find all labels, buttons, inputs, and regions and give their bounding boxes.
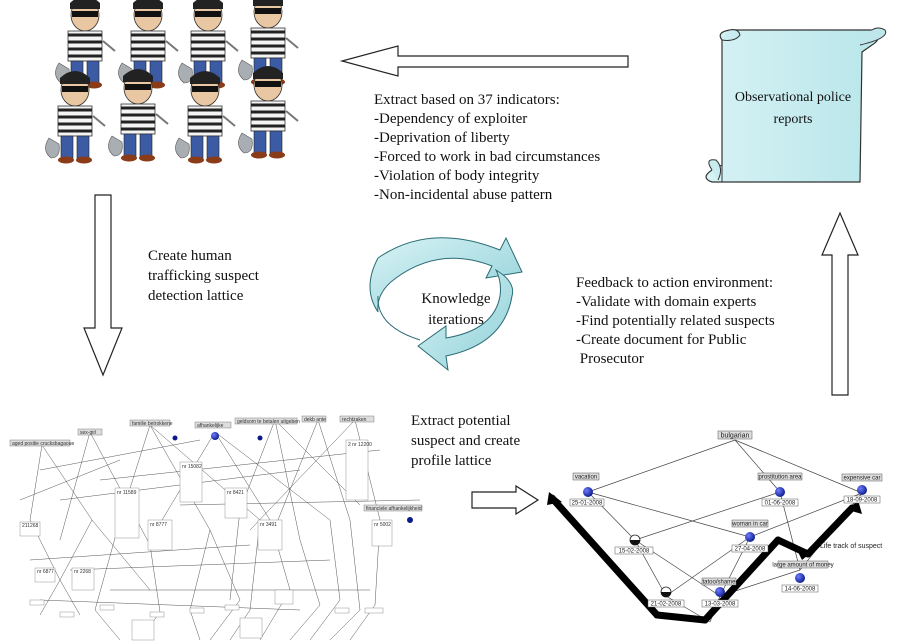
lattice-label: aged positie crucksbagaoue xyxy=(12,441,74,447)
profile-node-date: 27-04-2008 xyxy=(735,547,766,553)
indicator-item: -Violation of body integrity xyxy=(374,168,540,184)
life-track-label: Life track of suspect xyxy=(820,543,882,550)
lattice-label: geldsom te betalen uitgeben xyxy=(237,419,300,425)
feedback-item: -Create document for Public xyxy=(576,332,747,348)
lattice-node-dot xyxy=(211,432,219,440)
text-line: profile lattice xyxy=(411,453,492,469)
lattice-code: nr 11589 xyxy=(117,490,137,496)
feedback-item: Prosecutor xyxy=(576,351,644,367)
text-line: Create human xyxy=(148,248,232,264)
profile-node-date: 15-02-2008 xyxy=(619,549,650,555)
text-line: trafficking suspect xyxy=(148,268,259,284)
lattice-label: financiele afhankelijkheid xyxy=(366,506,422,512)
indicators-block: Extract based on 37 indicators: -Depende… xyxy=(374,91,600,205)
cycle-label-line1: Knowledge xyxy=(421,291,490,307)
feedback-item: -Find potentially related suspects xyxy=(576,313,775,329)
profile-node-tag: woman in car xyxy=(731,522,768,528)
lattice-node-dot xyxy=(257,435,263,441)
feedback-arrow xyxy=(821,211,859,396)
profile-node-tag: vacation xyxy=(575,475,597,481)
text-line: suspect and create xyxy=(411,433,521,449)
text-line: detection lattice xyxy=(148,288,244,304)
indicator-item: -Non-incidental abuse pattern xyxy=(374,187,553,203)
lattice-code: nr 5002 xyxy=(374,522,391,528)
profile-node-date: 14-06-2008 xyxy=(785,587,816,593)
indicator-item: -Dependency of exploiter xyxy=(374,111,528,127)
profile-node-tag: large amount of money xyxy=(772,563,833,569)
profile-node-tag: expensive car xyxy=(843,476,880,482)
lattice-code: 2 nr 12200 xyxy=(348,442,372,448)
suspect-figure-icon xyxy=(236,64,300,160)
extract-profile-text: Extract potential suspect and create pro… xyxy=(411,411,520,471)
lattice-code: nr 3491 xyxy=(260,522,277,528)
lattice-code: nr 2268 xyxy=(74,569,91,575)
lattice-label: dekb ante xyxy=(304,417,326,423)
profile-node-dot xyxy=(715,587,725,597)
profile-lattice: bulgarian vacation 25-01-2008 prostituti… xyxy=(540,400,920,630)
profile-node-date: 13-03-2008 xyxy=(705,602,736,608)
profile-node-dot xyxy=(857,485,867,495)
profile-node-date: 18-09-2008 xyxy=(847,498,878,504)
feedback-item: -Validate with domain experts xyxy=(576,294,757,310)
lattice-code: nr 15082 xyxy=(182,464,202,470)
lattice-node-dot xyxy=(407,517,413,523)
lattice-label: afhankelijke xyxy=(197,423,224,429)
extract-arrow xyxy=(339,45,629,77)
detection-lattice-nodes: aged positie crucksbagaoue sex-girl fami… xyxy=(9,415,423,641)
feedback-heading: Feedback to action environment: xyxy=(576,275,774,291)
lattice-node-dot xyxy=(172,435,178,441)
scroll-title-line1: Observational police xyxy=(735,90,851,105)
profile-node-tag: tatoo/shame xyxy=(702,580,736,586)
indicators-heading: Extract based on 37 indicators: xyxy=(374,92,560,108)
profile-node-dot xyxy=(775,487,785,497)
police-reports-scroll-icon xyxy=(705,27,887,183)
lattice-code: nr 6877 xyxy=(37,569,54,575)
feedback-block: Feedback to action environment: -Validat… xyxy=(576,274,775,369)
lattice-code: nr 8777 xyxy=(150,522,167,528)
profile-node-date: 01-06-2008 xyxy=(765,501,796,507)
scroll-title-line2: reports xyxy=(774,112,813,127)
suspect-figure-icon xyxy=(173,69,237,165)
indicator-item: -Deprivation of liberty xyxy=(374,130,510,146)
create-lattice-arrow xyxy=(83,194,123,377)
profile-node-label: bulgarian xyxy=(721,433,750,440)
suspect-figures xyxy=(43,0,300,165)
lattice-code: nr 8421 xyxy=(227,490,244,496)
knowledge-cycle-icon xyxy=(369,236,523,372)
profile-node-dot xyxy=(745,532,755,542)
profile-node-dot xyxy=(795,573,805,583)
cycle-label-line2: iterations xyxy=(428,312,484,328)
profile-arrow xyxy=(471,484,540,516)
profile-node-date: 21-02-2008 xyxy=(651,602,682,608)
lattice-code: 211268 xyxy=(22,523,39,529)
indicator-item: -Forced to work in bad circumstances xyxy=(374,149,601,165)
profile-node-tag: prostitution area xyxy=(758,475,802,481)
create-lattice-text: Create human trafficking suspect detecti… xyxy=(148,246,259,306)
lattice-label: sex-girl xyxy=(80,430,96,436)
profile-node-date: 25-01-2008 xyxy=(572,501,603,507)
profile-node-dot xyxy=(583,487,593,497)
text-line: Extract potential xyxy=(411,413,511,429)
lattice-label: familie betrokkene xyxy=(132,421,173,427)
lattice-label: rechtzaken xyxy=(342,417,367,423)
